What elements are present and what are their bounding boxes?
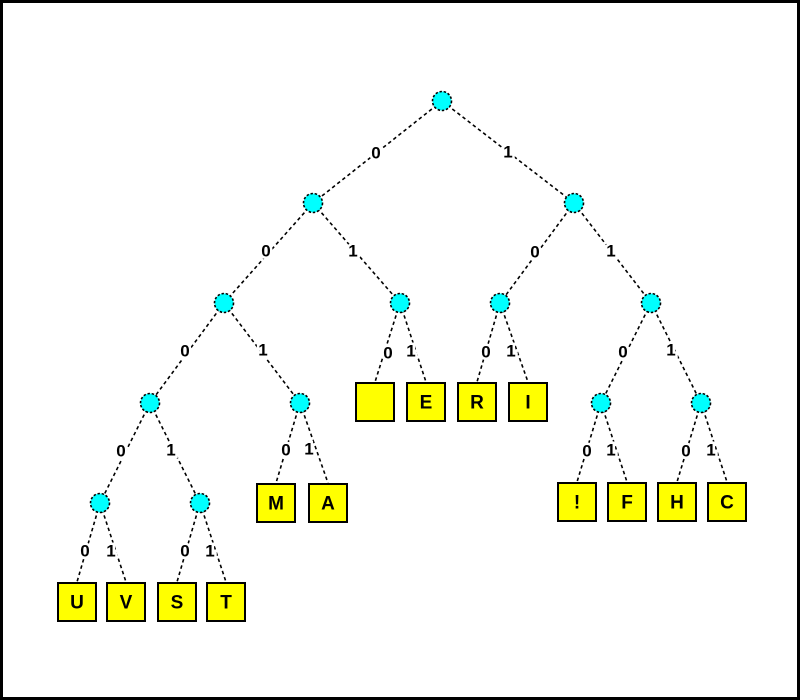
edge-bit-label-n00-1: 1 bbox=[258, 341, 267, 360]
leaf-node-U bbox=[57, 582, 97, 622]
edge-bit-label-n0001-0: 0 bbox=[180, 542, 189, 561]
edge-bit-label-root-0: 0 bbox=[371, 144, 380, 163]
edge-bit-label-n0000-1: 1 bbox=[106, 542, 115, 561]
edge-bit-label-n0001-1: 1 bbox=[205, 542, 214, 561]
edge-bit-label-n110-1: 1 bbox=[606, 441, 615, 460]
internal-node-n000 bbox=[139, 392, 161, 414]
leaf-node-T bbox=[206, 582, 246, 622]
edge-bit-label-n0-1: 1 bbox=[348, 242, 357, 261]
edge-n000-1 bbox=[149, 402, 201, 504]
edge-n001-1 bbox=[299, 402, 329, 484]
edge-bit-label-n0-0: 0 bbox=[261, 242, 270, 261]
edge-n0001-0 bbox=[176, 502, 201, 583]
internal-node-n0001 bbox=[189, 492, 211, 514]
edge-n00-0 bbox=[149, 302, 225, 404]
leaf-letter-C: C bbox=[720, 493, 734, 514]
edge-bit-label-n10-1: 1 bbox=[506, 342, 515, 361]
leaf-letter-I: I bbox=[525, 393, 530, 414]
edge-n10-0 bbox=[476, 302, 501, 383]
leaf-letter-T: T bbox=[220, 593, 232, 614]
edge-n1-0 bbox=[499, 202, 575, 304]
leaf-node-E bbox=[406, 382, 446, 422]
edge-n1-1 bbox=[573, 202, 652, 304]
leaf-node-exclaim bbox=[557, 482, 597, 522]
leaf-letter-M: M bbox=[268, 494, 284, 515]
leaf-node-space bbox=[355, 382, 395, 422]
edge-bit-label-n11-1: 1 bbox=[666, 341, 675, 360]
edge-root-0 bbox=[312, 100, 443, 204]
edge-root-1 bbox=[441, 100, 575, 204]
edge-n00-1 bbox=[223, 302, 301, 404]
edge-bit-label-n110-0: 0 bbox=[582, 442, 591, 461]
leaf-node-R bbox=[457, 382, 497, 422]
edge-n0-1 bbox=[312, 202, 401, 304]
leaf-node-M bbox=[256, 483, 296, 523]
leaf-node-V bbox=[106, 582, 146, 622]
edge-n0-0 bbox=[223, 202, 314, 304]
leaf-node-H bbox=[657, 482, 697, 522]
leaf-letter-U: U bbox=[70, 593, 84, 614]
edge-n001-0 bbox=[275, 402, 301, 484]
edge-bit-label-root-1: 1 bbox=[503, 143, 512, 162]
edge-bit-label-n1-1: 1 bbox=[606, 242, 615, 261]
internal-node-n0000 bbox=[89, 492, 111, 514]
edge-bit-label-n0000-0: 0 bbox=[80, 542, 89, 561]
edge-n11-0 bbox=[600, 302, 652, 404]
edge-bit-label-n000-1: 1 bbox=[166, 441, 175, 460]
edge-bit-label-n1-0: 0 bbox=[530, 243, 539, 262]
edge-bit-label-n001-1: 1 bbox=[304, 440, 313, 459]
edge-n110-1 bbox=[600, 402, 628, 483]
leaf-letter-V: V bbox=[120, 593, 133, 614]
edge-bit-label-n000-0: 0 bbox=[116, 442, 125, 461]
internal-node-n10 bbox=[489, 292, 511, 314]
internal-node-n1 bbox=[563, 192, 585, 214]
edge-bit-label-n10-0: 0 bbox=[481, 343, 490, 362]
edge-n0001-1 bbox=[199, 502, 227, 583]
edge-bit-label-n01-1: 1 bbox=[406, 342, 415, 361]
leaf-letter-H: H bbox=[670, 493, 684, 514]
leaf-node-A bbox=[308, 483, 348, 523]
edge-bit-label-n01-0: 0 bbox=[383, 344, 392, 363]
internal-node-n111 bbox=[690, 392, 712, 414]
leaf-letter-R: R bbox=[470, 393, 484, 414]
internal-node-n001 bbox=[289, 392, 311, 414]
leaf-node-F bbox=[607, 482, 647, 522]
edge-bit-label-n111-0: 0 bbox=[681, 442, 690, 461]
internal-node-n01 bbox=[389, 292, 411, 314]
edge-n111-0 bbox=[676, 402, 702, 483]
edge-bit-label-n11-0: 0 bbox=[618, 343, 627, 362]
edge-n111-1 bbox=[700, 402, 728, 483]
leaf-letter-S: S bbox=[171, 593, 184, 614]
edge-n01-0 bbox=[374, 302, 401, 383]
edge-bit-label-n00-0: 0 bbox=[180, 342, 189, 361]
edge-n10-1 bbox=[499, 302, 529, 383]
edge-n000-0 bbox=[99, 402, 151, 504]
leaf-node-I bbox=[508, 382, 548, 422]
leaf-node-S bbox=[157, 582, 197, 622]
leaf-letter-F: F bbox=[621, 493, 633, 514]
internal-node-n110 bbox=[590, 392, 612, 414]
internal-node-root bbox=[431, 90, 453, 112]
edge-n110-0 bbox=[576, 402, 602, 483]
edge-n01-1 bbox=[399, 302, 427, 383]
internal-node-n11 bbox=[640, 292, 662, 314]
edge-bit-label-n001-0: 0 bbox=[281, 441, 290, 460]
edge-bit-label-n111-1: 1 bbox=[706, 441, 715, 460]
leaf-letter-E: E bbox=[420, 393, 433, 414]
leaf-letter-exclaim: ! bbox=[574, 493, 580, 514]
leaf-node-C bbox=[707, 482, 747, 522]
edge-n0000-1 bbox=[99, 502, 127, 583]
internal-node-n0 bbox=[302, 192, 324, 214]
edge-n0000-0 bbox=[76, 502, 101, 583]
edge-n11-1 bbox=[650, 302, 702, 404]
leaf-letter-A: A bbox=[321, 494, 335, 515]
internal-node-n00 bbox=[213, 292, 235, 314]
